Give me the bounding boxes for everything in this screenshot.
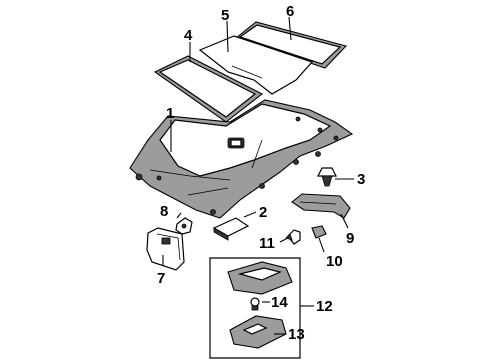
callout-labels: 5 6 4 1 3 2 8 7 9 10 11 12 14 13 — [157, 3, 365, 343]
part-10-cap — [311, 225, 327, 239]
part-8-visor-holder — [175, 217, 193, 235]
part-7-sun-visor — [146, 227, 185, 271]
callout-2: 2 — [259, 204, 267, 221]
part-4-front-pad — [153, 55, 264, 123]
callout-1: 1 — [166, 105, 174, 122]
dome-lamp-housing — [227, 261, 293, 295]
part-13-dome-lens — [229, 315, 287, 349]
part-14-bulb — [250, 297, 260, 311]
callout-8: 8 — [160, 203, 168, 220]
part-3-clip — [317, 167, 337, 187]
callout-12: 12 — [316, 298, 333, 315]
callout-10: 10 — [326, 253, 343, 270]
callout-13: 13 — [288, 326, 305, 343]
part-1-headliner — [129, 99, 354, 219]
callout-3: 3 — [357, 171, 365, 188]
part-6-rear-pad — [234, 21, 348, 69]
callout-14: 14 — [271, 294, 288, 311]
part-9-assist-grip — [291, 193, 351, 219]
callout-5: 5 — [221, 7, 229, 24]
part-12-dome-lamp-assembly — [209, 257, 301, 359]
callout-7: 7 — [157, 270, 165, 287]
callout-6: 6 — [286, 3, 294, 20]
callout-9: 9 — [346, 230, 354, 247]
part-11-grip-clip — [285, 229, 301, 245]
callout-11: 11 — [259, 235, 275, 252]
callout-4: 4 — [184, 27, 193, 44]
part-2-lamp — [212, 217, 250, 241]
leader-lines — [162, 16, 354, 335]
